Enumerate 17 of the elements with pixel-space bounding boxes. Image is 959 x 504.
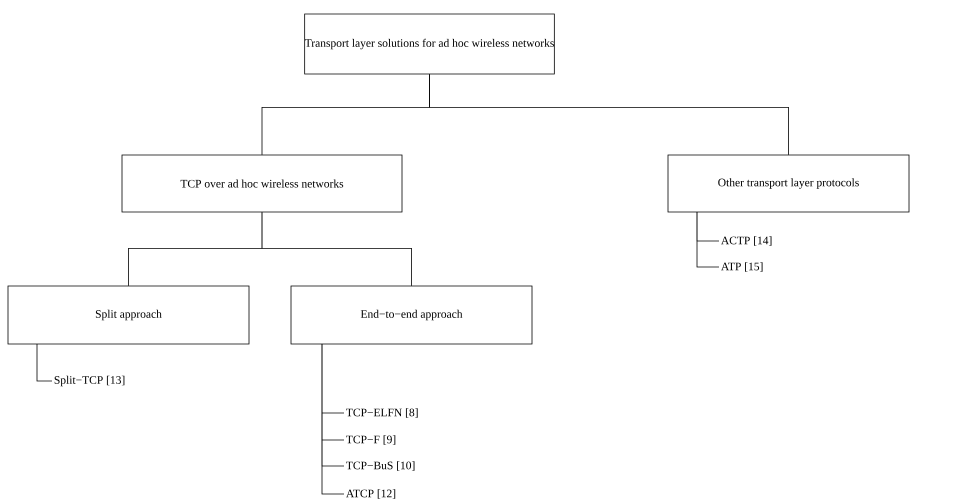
category-box: End−to−end approach — [290, 286, 532, 344]
category-box: TCP over ad hoc wireless networks — [122, 154, 402, 212]
connector-line — [429, 74, 789, 155]
leader-line — [322, 344, 344, 494]
leader-line — [36, 344, 52, 382]
leaf-label: TCP−ELFN [8] — [346, 408, 418, 418]
category-box: Transport layer solutions for ad hoc wireless networks — [304, 14, 555, 74]
leaf-label: ATCP [12] — [346, 489, 396, 499]
leaf-label: Split−TCP [13] — [54, 376, 124, 386]
category-box: Other transport layer protocols — [668, 154, 910, 212]
leader-line — [696, 212, 720, 268]
connector-line — [262, 212, 412, 286]
leaf-label: ATP [15] — [721, 262, 763, 272]
category-box: Split approach — [8, 286, 250, 344]
leaf-label: ACTP [14] — [721, 236, 772, 246]
leaf-label: TCP−BuS [10] — [346, 461, 414, 471]
leaf-label: TCP−F [9] — [346, 435, 396, 445]
